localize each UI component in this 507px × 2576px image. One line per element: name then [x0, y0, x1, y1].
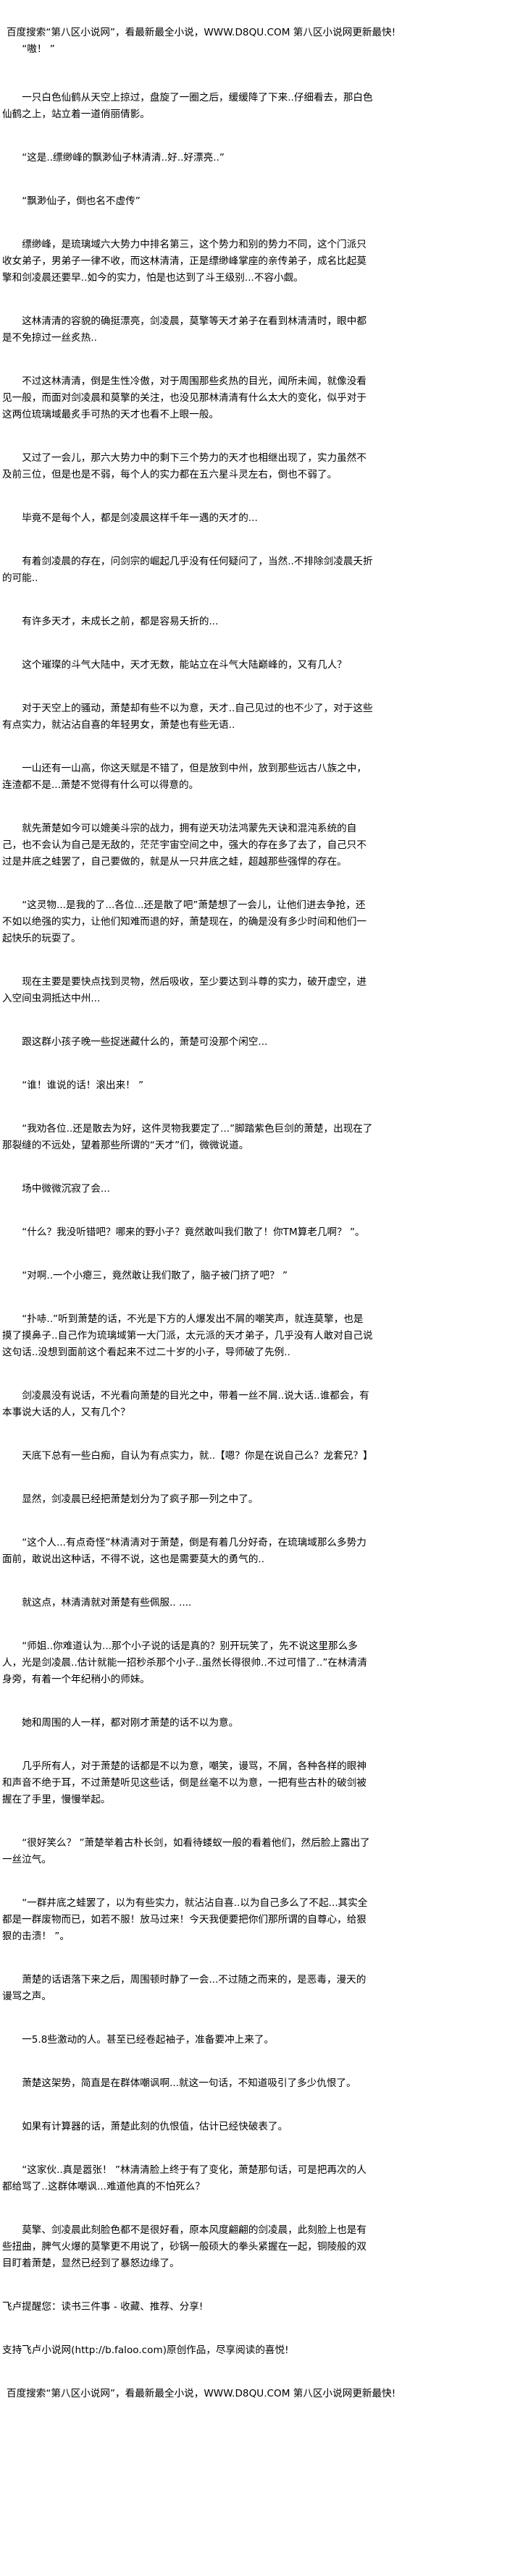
reading-reminder: 飞卢提醒您：读书三件事 - 收藏、推荐、分享! [2, 2301, 204, 2313]
paragraph: 一山还有一山高，你这天赋是不错了，但是放到中州，放到那些远古八族之中，连渣都不是… [2, 763, 366, 791]
paragraph: 莫擎、剑凌晨此刻脸色都不是很好看，原本风度翩翩的剑凌晨，此刻脸上也是有些扭曲，脾… [2, 2224, 366, 2269]
paragraph: “这个人...有点奇怪”林清清对于萧楚，倒是有着几分好奇，在琉璃域那么多势力面前… [2, 1537, 366, 1565]
paragraph: 这林清清的容貌的确挺漂亮，剑凌晨，莫擎等天才弟子在看到林清清时，眼中都是不免掠过… [2, 315, 366, 344]
paragraph: 萧楚这架势，简直是在群体嘲讽啊...就这一句话，不知道吸引了多少仇恨了。 [22, 2077, 356, 2089]
paragraph: 不过这林清清，倒是生性冷傲，对于周围那些炙热的目光，闻所未闻，就像没看见一般，而… [2, 376, 366, 420]
paragraph: 现在主要是要快点找到灵物，然后吸收，至少要达到斗尊的实力，破开虚空，进入空间虫洞… [2, 976, 366, 1004]
paragraph: 萧楚的话语落下来之后，周围顿时静了一会...不过随之而来的，是恶毒，漫天的谩骂之… [2, 1974, 366, 2002]
paragraph: “谁！谁说的话！滚出来！ ” [22, 1080, 144, 1091]
paragraph: 一只白色仙鹤从天空上掠过，盘旋了一圈之后，缓缓降了下来..仔细看去，那白色仙鹤之… [2, 92, 373, 120]
paragraph: 毕竟不是每个人，都是剑凌晨这样千年一遇的天才的... [22, 512, 258, 524]
paragraph: “飘渺仙子，倒也名不虚传” [22, 195, 141, 207]
paragraph: 如果有计算器的话，萧楚此刻的仇恨值，估计已经快破表了。 [22, 2121, 288, 2132]
paragraph: “这灵物...是我的了...各位...还是散了吧”萧楚想了一会儿，让他们进去争抢… [2, 899, 366, 944]
paragraph: 她和周围的人一样，都对刚才萧楚的话不以为意。 [22, 1717, 239, 1729]
paragraph: 场中微微沉寂了会... [22, 1183, 110, 1195]
paragraph: 就这点，林清清就对萧楚有些佩服.. .... [22, 1597, 192, 1609]
paragraph: “一群井底之蛙罢了，以为有些实力，就沾沾自喜..以为自己多么了不起...其实全都… [2, 1897, 368, 1942]
paragraph: 又过了一会儿，那六大势力中的剩下三个势力的天才也相继出现了，实力虽然不及前三位，… [2, 452, 366, 480]
paragraph: “我劝各位..还是散去为好，这件灵物我要定了...”脚踏紫色巨剑的萧楚，出现在了… [2, 1123, 373, 1151]
paragraph: “这家伙..真是嚣张！ ”林清清脸上终于有了变化，萧楚那句话，可是把再次的人都给… [2, 2164, 366, 2192]
paragraph: “很好笑么？ ”萧楚举着古朴长剑，如看待蝼蚁一般的看着他们，然后脸上露出了一丝泣… [2, 1837, 370, 1865]
chapter-body: “嗷！ ” 一只白色仙鹤从天空上掠过，盘旋了一圈之后，缓缓降了下来..仔细看去，那… [2, 41, 373, 2272]
paragraph: “师姐..你难道认为...那个小子说的话是真的？别开玩笑了，先不说这里那么多人，… [2, 1640, 367, 1685]
paragraph: 对于天空上的骚动，萧楚却有些不以为意，天才..自己见过的也不少了，对于这些有点实… [2, 703, 373, 731]
paragraph: 有着剑凌晨的存在，问剑宗的崛起几乎没有任何疑问了，当然..不排除剑凌晨夭折的可能… [2, 556, 373, 584]
support-notice: 支持飞卢小说网(http://b.faloo.com)原创作品，尽享阅读的喜悦! [2, 2344, 289, 2356]
paragraph: “什么？我没听错吧？哪来的野小子？竟然敢叫我们散了！你TM算老几啊？ ”。 [22, 1226, 365, 1238]
site-banner-bottom: 百度搜索“第八区小说网”，看最新最全小说，WWW.D8QU.COM 第八区小说网… [7, 2388, 396, 2399]
paragraph: 有许多天才，未成长之前，都是容易夭折的... [22, 616, 219, 627]
paragraph: 跟这群小孩子晚一些捉迷藏什么的，萧楚可没那个闲空... [22, 1036, 268, 1048]
paragraph: “嗷！ ” [22, 43, 55, 55]
paragraph: 这个璀璨的斗气大陆中，天才无数，能站立在斗气大陆巅峰的，又有几人？ [22, 659, 347, 671]
paragraph: 剑凌晨没有说话，不光看向萧楚的目光之中，带着一丝不屑..说大话..谁都会，有本事… [2, 1390, 369, 1418]
paragraph: 天底下总有一些白痴，自认为有点实力，就..【嗯？你是在说自己么？龙套兄？】 [22, 1450, 373, 1462]
paragraph: 几乎所有人，对于萧楚的话都是不以为意，嘲笑，谩骂，不屑，各种各样的眼神和声音不绝… [2, 1761, 366, 1805]
paragraph: 一5.8些激动的人。甚至已经卷起袖子，准备要冲上来了。 [22, 2034, 275, 2046]
paragraph: 显然，剑凌晨已经把萧楚划分为了疯子那一列之中了。 [22, 1494, 259, 1505]
paragraph: “对啊..一个小瘪三，竟然敢让我们散了，脑子被门挤了吧？ ” [22, 1270, 288, 1281]
paragraph: 缥缈峰，是琉璃域六大势力中排名第三，这个势力和别的势力不同，这个门派只收女弟子，… [2, 239, 366, 284]
site-banner-top: 百度搜索“第八区小说网”，看最新最全小说，WWW.D8QU.COM 第八区小说网… [7, 27, 396, 38]
novel-page: 百度搜索“第八区小说网”，看最新最全小说，WWW.D8QU.COM 第八区小说网… [2, 27, 396, 2399]
paragraph: 就先萧楚如今可以媲美斗宗的战力，拥有逆天功法鸿蒙先天诀和混沌系统的自己，也不会认… [2, 823, 366, 868]
paragraph: “扑哧..”听到萧楚的话，不光是下方的人爆发出不屑的嘲笑声，就连莫擎，也是摸了摸… [2, 1313, 373, 1358]
paragraph: “这是..缥缈峰的飘渺仙子林清清..好..好漂亮..” [22, 152, 225, 164]
